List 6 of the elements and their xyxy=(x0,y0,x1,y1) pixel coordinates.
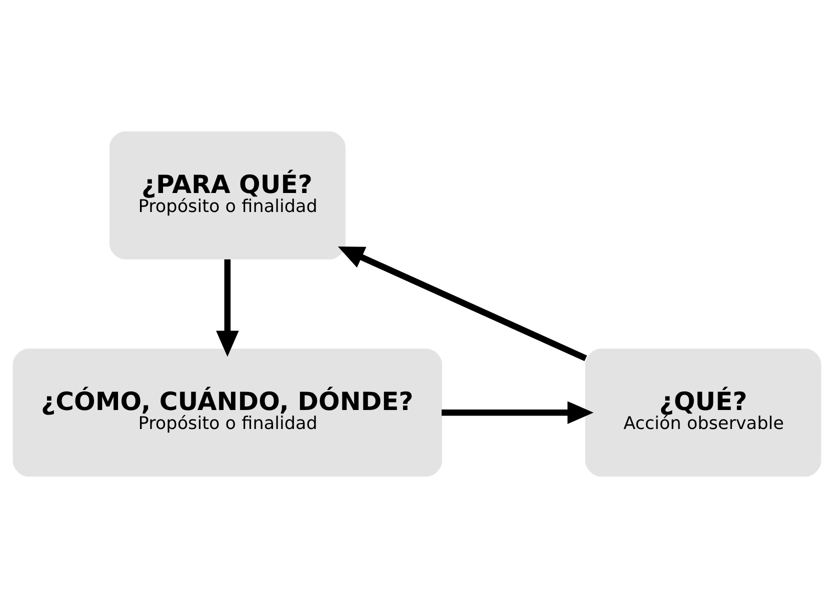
arrow xyxy=(216,258,239,356)
arrow xyxy=(338,246,588,361)
node-box: ¿CÓMO, CUÁNDO, DÓNDE? Propósito o finalidad xyxy=(12,348,442,476)
node-box: ¿QUÉ? Acción observable xyxy=(585,348,822,476)
node-box: ¿PARA QUÉ? Propósito o finalidad xyxy=(109,130,346,259)
arrow xyxy=(442,400,594,424)
